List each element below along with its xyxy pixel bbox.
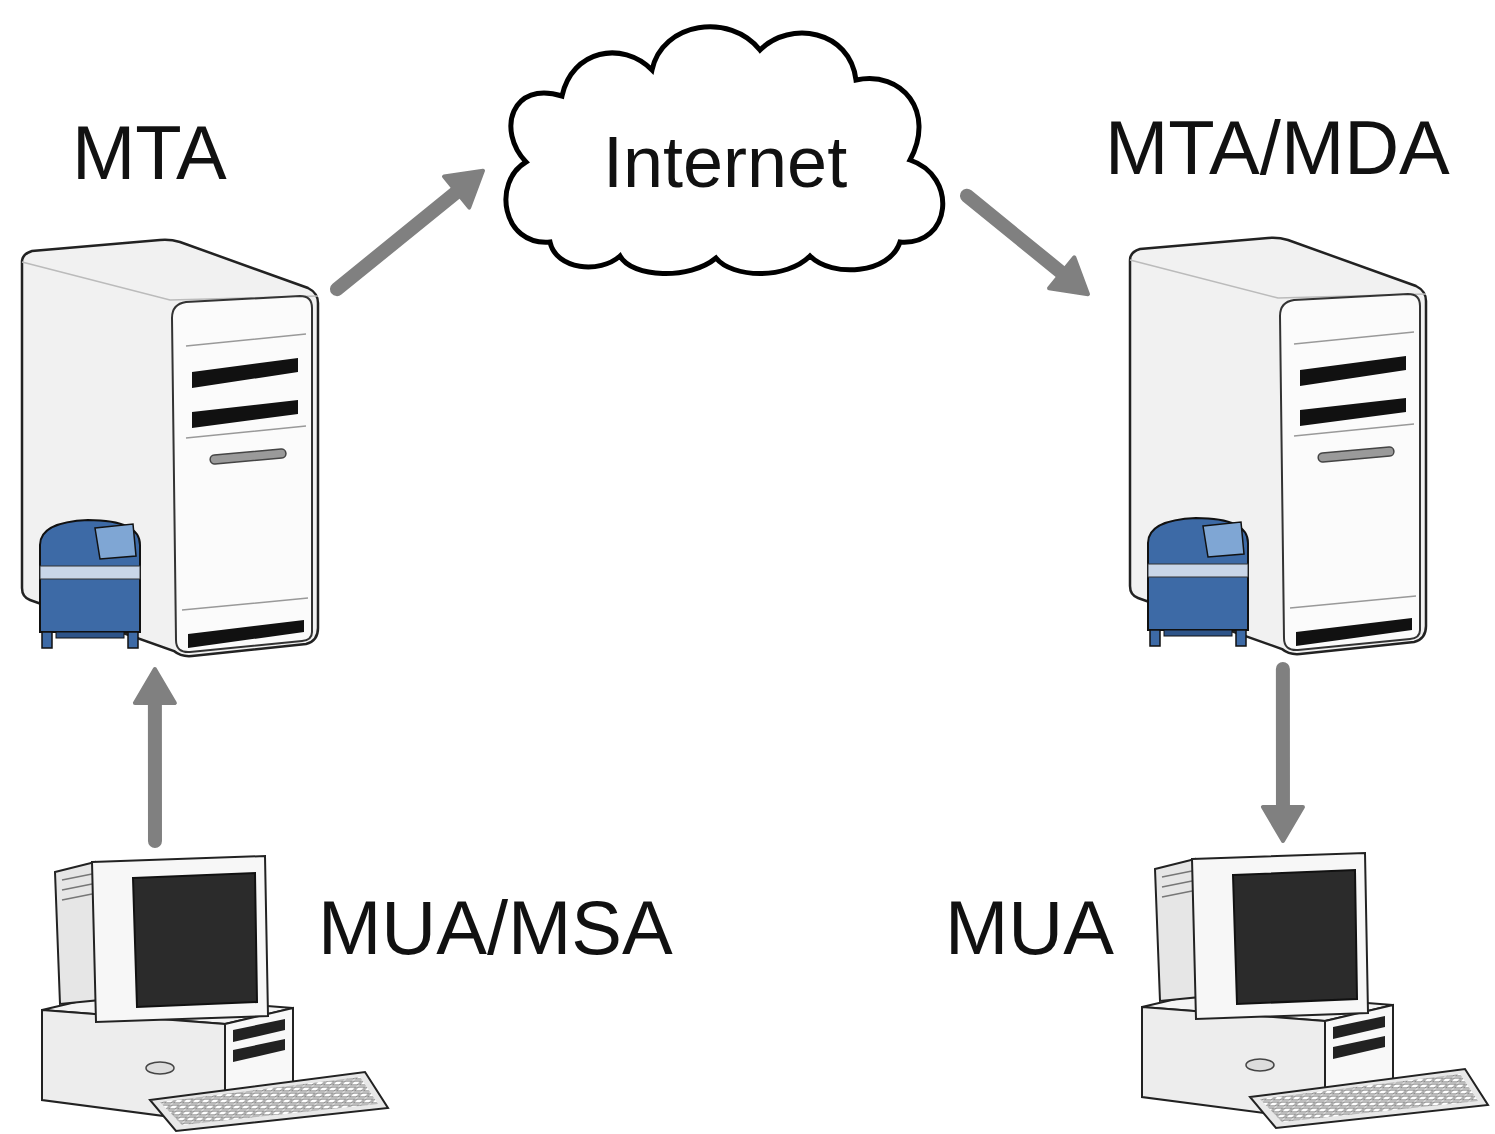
computer-node: MUA/MSA xyxy=(35,850,685,1132)
node-label: MUA/MSA xyxy=(318,890,673,966)
node-label: MUA xyxy=(945,890,1114,966)
node-label: Internet xyxy=(603,126,847,198)
arrow-shaft xyxy=(148,696,162,841)
flow-arrow xyxy=(1263,669,1303,841)
receiver-computer-illustration xyxy=(1142,853,1488,1128)
node-label: MTA/MDA xyxy=(1105,110,1450,186)
node-label: MTA xyxy=(72,115,227,191)
flow-arrow xyxy=(967,196,1088,294)
arrow-shaft xyxy=(1276,669,1290,814)
mta-server-illustration xyxy=(22,240,318,656)
flow-arrow xyxy=(337,171,483,289)
arrow-head xyxy=(444,171,483,208)
computer-node: MUA xyxy=(935,850,1490,1132)
arrow-shaft xyxy=(967,196,1067,277)
cloud-outline xyxy=(506,27,943,274)
server-node: MTA/MDA xyxy=(1095,100,1470,660)
arrow-head xyxy=(135,669,175,703)
arrow-head xyxy=(1049,257,1088,294)
arrow-shaft xyxy=(337,188,462,289)
cloud-node: Internet xyxy=(490,10,960,280)
flow-arrow xyxy=(135,669,175,841)
mda-server-illustration xyxy=(1130,238,1426,654)
arrow-head xyxy=(1263,807,1303,841)
server-node: MTA xyxy=(15,105,330,660)
